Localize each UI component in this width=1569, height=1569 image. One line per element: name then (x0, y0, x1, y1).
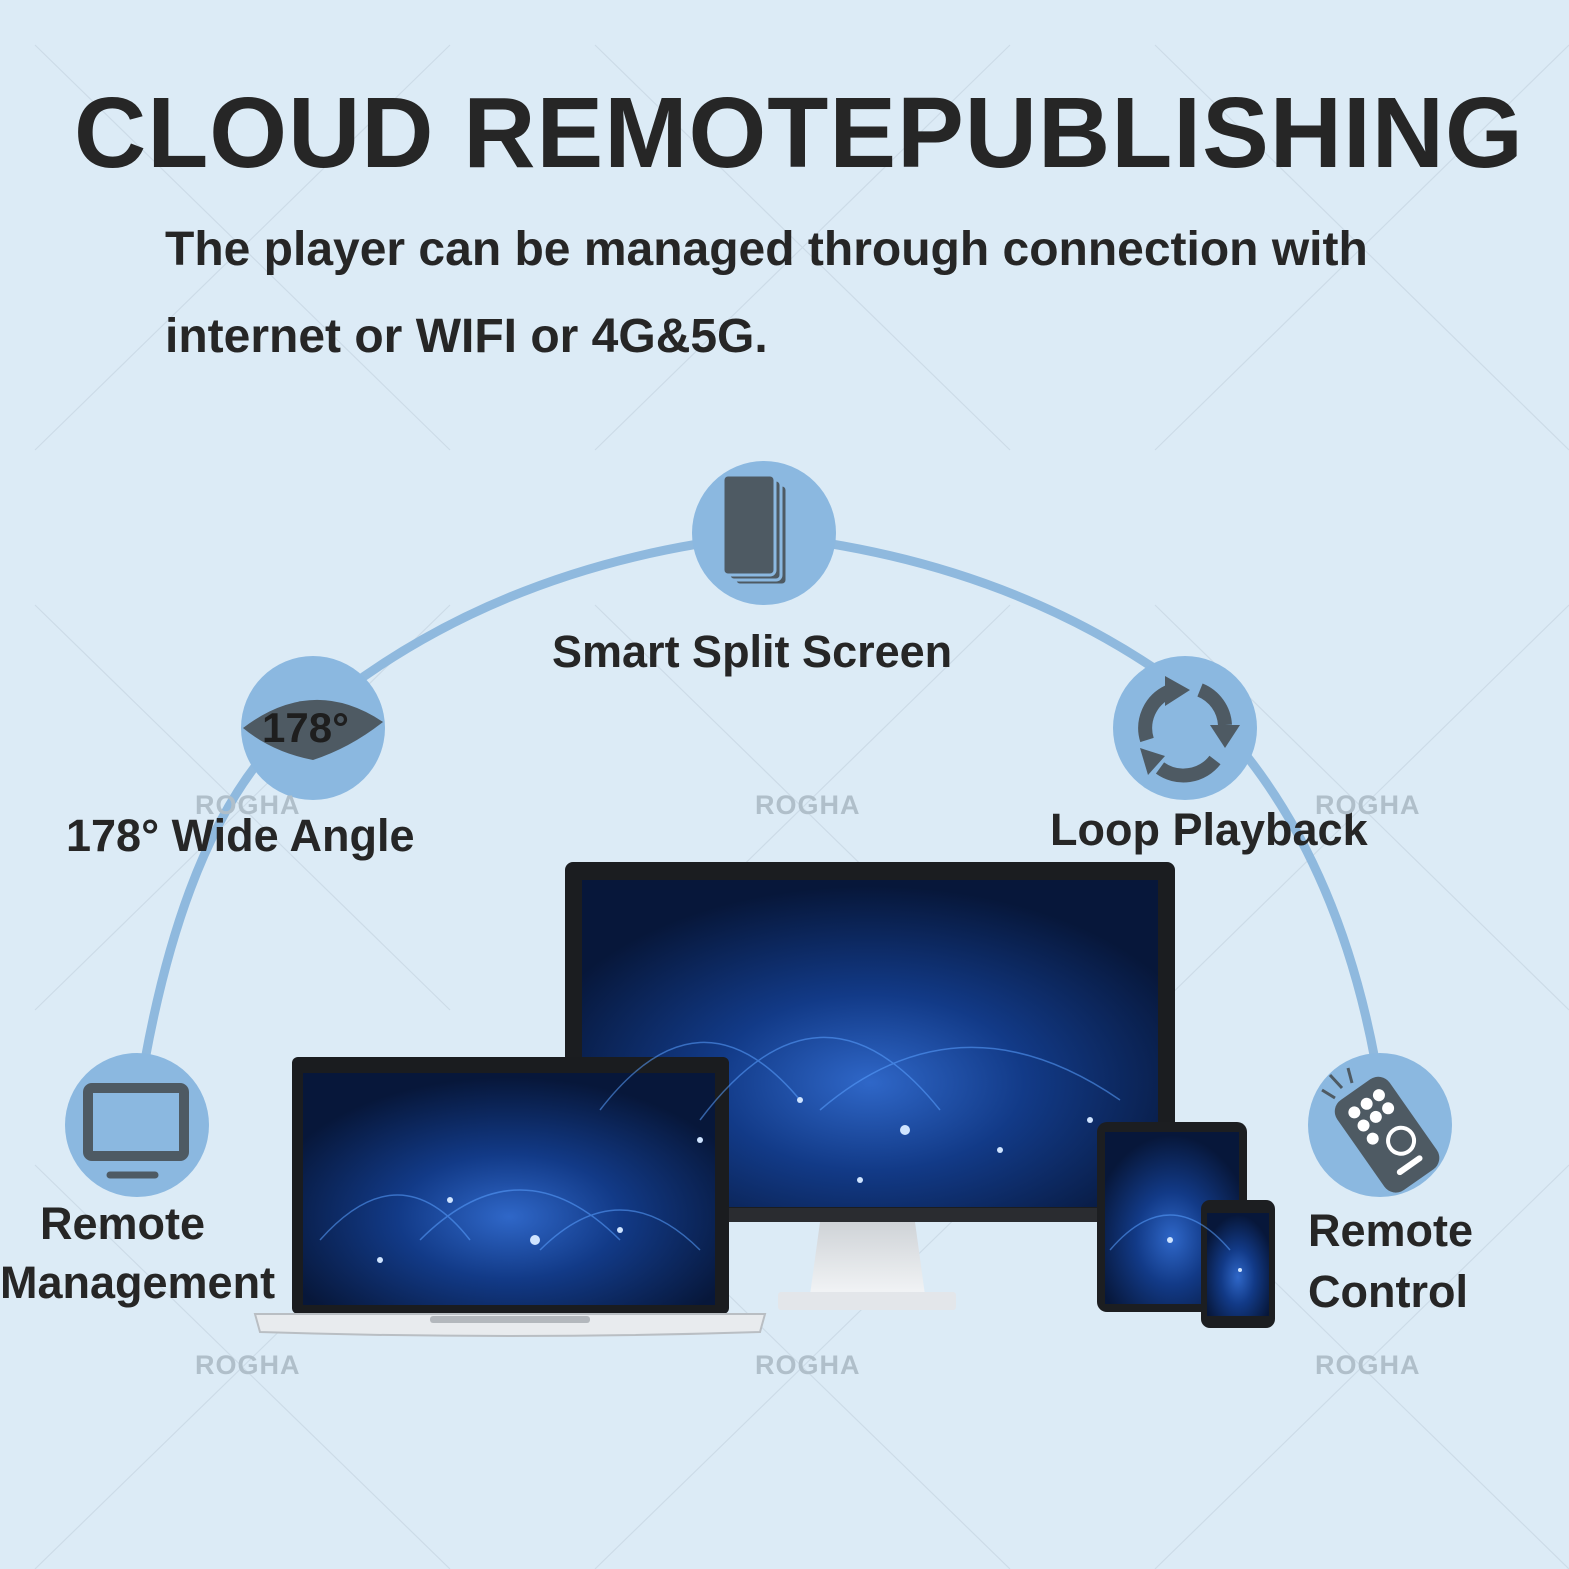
subtitle-line-1: The player can be managed through connec… (165, 223, 1368, 276)
phone (1201, 1200, 1275, 1328)
split-screen-icon (721, 473, 789, 587)
wide-angle-icon (243, 699, 383, 760)
signal-lines (1321, 1067, 1354, 1100)
smart-split-screen-label: Smart Split Screen (552, 626, 953, 677)
subtitle-line-2: internet or WIFI or 4G&5G. (165, 310, 768, 363)
watermark: ROGHA (755, 790, 861, 820)
network-nodes (377, 1097, 1242, 1272)
remote-control-label-2: Control (1308, 1266, 1468, 1317)
watermark: ROGHA (195, 790, 301, 820)
watermark: ROGHA (1315, 1350, 1421, 1380)
page-title: CLOUD REMOTEPUBLISHING (74, 77, 1524, 189)
watermark: ROGHA (1315, 790, 1421, 820)
remote-management-label-2: Management (0, 1257, 276, 1308)
remote-control-label-1: Remote (1308, 1205, 1474, 1256)
monitor-icon (83, 1083, 189, 1179)
wide-angle-label: 178° Wide Angle (66, 810, 415, 861)
loop-playback-label: Loop Playback (1050, 804, 1368, 855)
network-arcs (319, 1036, 1231, 1251)
watermark: ROGHA (195, 1350, 301, 1380)
laptop (253, 1057, 767, 1337)
remote-control-icon (1334, 1076, 1440, 1193)
loop-arrows (1140, 676, 1240, 775)
loop-icon (1138, 683, 1232, 783)
remote-management-label-1: Remote (40, 1198, 206, 1249)
watermark: ROGHA (755, 1350, 861, 1380)
desktop-monitor (565, 862, 1175, 1310)
wide-angle-badge: 178° (262, 704, 349, 751)
